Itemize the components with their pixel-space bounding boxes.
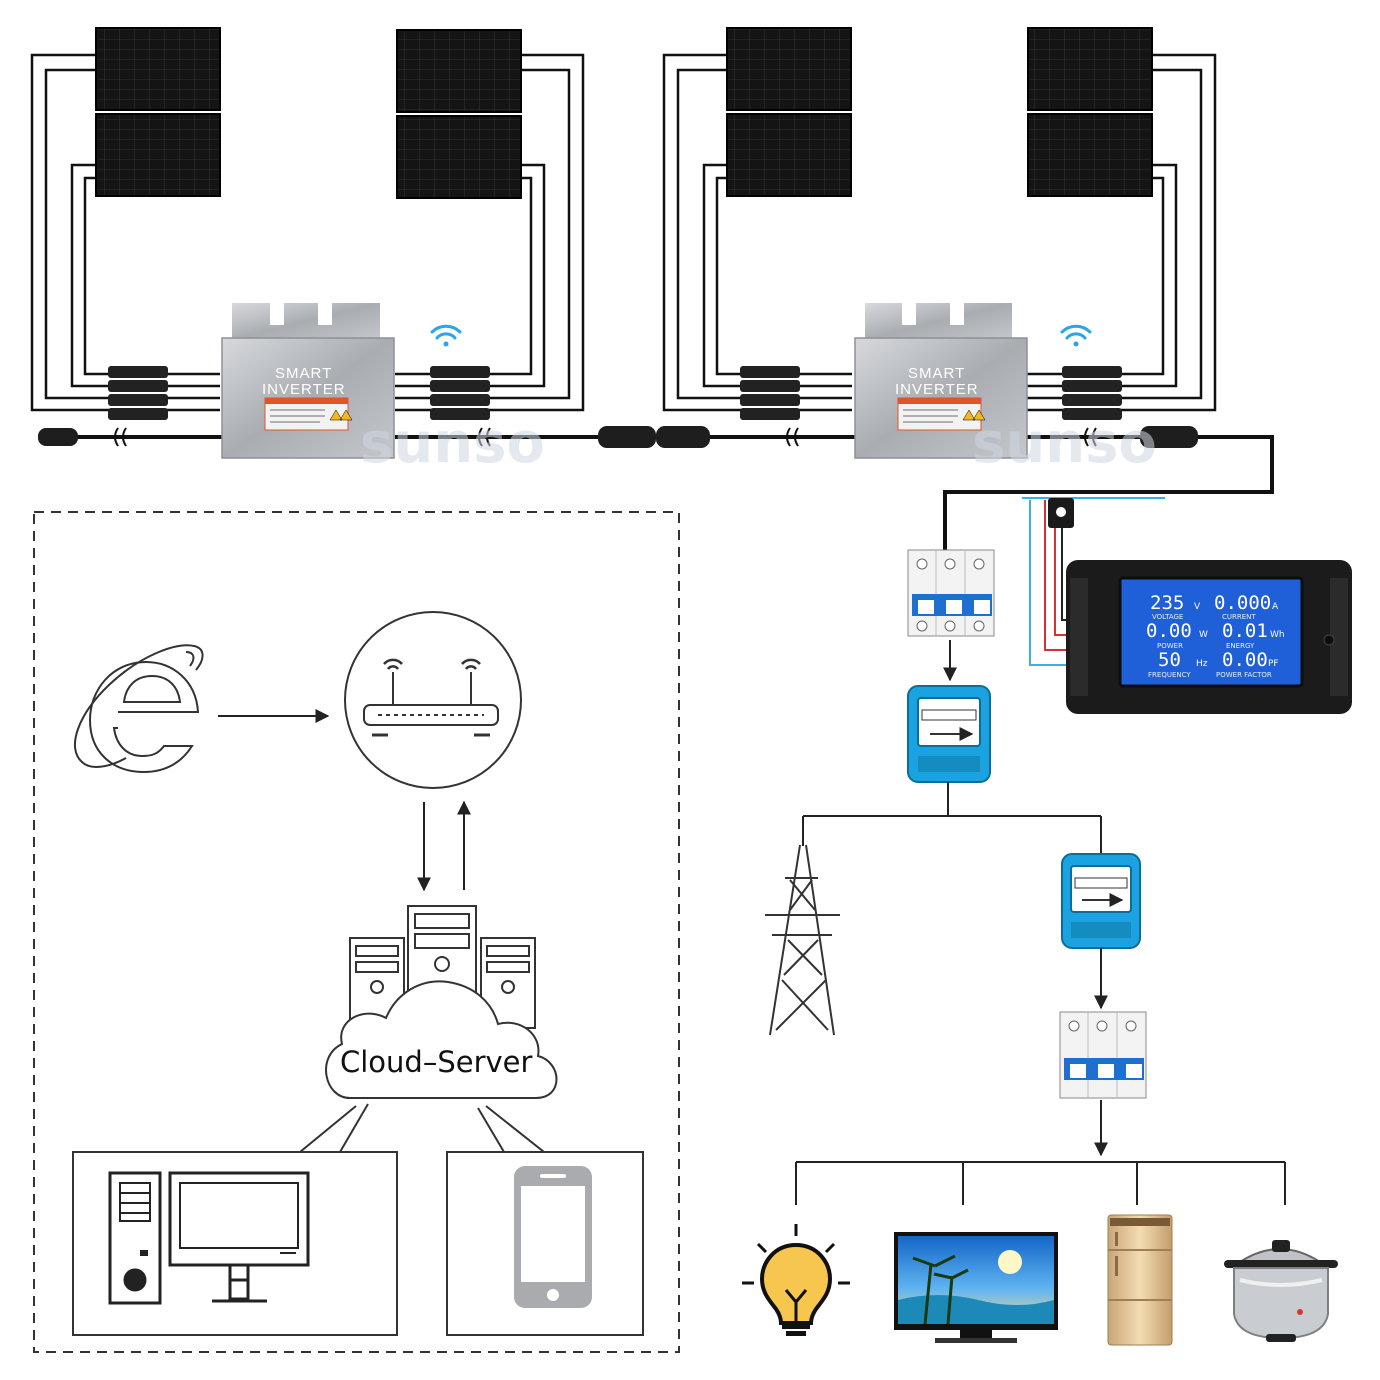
transmission-tower-icon — [765, 844, 840, 1036]
smartphone-icon — [514, 1166, 592, 1308]
solar-panel-icon — [396, 29, 522, 199]
inverter-label-line2: INVERTER — [262, 381, 346, 398]
frequency-label: FREQUENCY — [1148, 671, 1191, 679]
solar-panel-icon — [95, 27, 221, 197]
mc4-connectors — [108, 366, 1122, 420]
solar-panel-icon — [1027, 27, 1153, 197]
inverter-label-line2: INVERTER — [895, 381, 979, 398]
energy-unit: Wh — [1270, 630, 1285, 640]
smart-inverter-icon: SMART INVERTER — [854, 303, 1028, 459]
current-value: 0.000 — [1214, 592, 1271, 614]
energy-meter-icon — [907, 685, 991, 783]
internet-explorer-icon — [73, 644, 204, 774]
current-unit: A — [1272, 602, 1279, 612]
smart-inverter-icon: SMART INVERTER — [221, 303, 395, 459]
desktop-computer-icon — [108, 1171, 310, 1305]
pf-value: 0.00 — [1222, 649, 1268, 671]
solar-panel-icon — [726, 27, 852, 197]
power-unit: W — [1199, 630, 1208, 640]
frequency-unit: Hz — [1196, 659, 1208, 669]
load-distribution-lines — [795, 1161, 1286, 1205]
power-label: POWER — [1157, 642, 1183, 650]
energy-value: 0.01 — [1222, 620, 1268, 642]
refrigerator-icon — [1107, 1214, 1173, 1346]
wifi-icon — [430, 324, 462, 347]
cloud-server-label: Cloud–Server — [340, 1045, 533, 1079]
distribution-lines — [802, 782, 1102, 854]
voltage-value: 235 — [1150, 592, 1184, 614]
callout-lines — [297, 1103, 547, 1153]
power-monitor-icon: 235 V VOLTAGE 0.000 A CURRENT 0.00 W POW… — [1066, 560, 1352, 714]
desktop-panel — [72, 1151, 398, 1336]
inverter-label-line1: SMART — [908, 365, 965, 382]
inverter-label-line1: SMART — [275, 365, 332, 382]
router-icon — [344, 611, 522, 789]
voltage-label: VOLTAGE — [1152, 613, 1183, 621]
rice-cooker-icon — [1224, 1240, 1338, 1342]
pf-unit: PF — [1268, 659, 1279, 669]
cable-break-marks — [114, 427, 1097, 447]
ct-clamp-icon — [1048, 498, 1074, 528]
light-bulb-icon — [742, 1224, 850, 1336]
cloud-icon: Cloud–Server — [325, 980, 558, 1099]
ac-connectors — [38, 426, 1198, 448]
breaker-icon — [907, 549, 995, 637]
watermark-text: sunso — [360, 411, 545, 476]
energy-meter-icon — [1061, 853, 1141, 949]
wifi-icon — [1060, 324, 1092, 347]
energy-label: ENERGY — [1226, 642, 1255, 650]
breaker-icon — [1059, 1011, 1147, 1099]
power-value: 0.00 — [1146, 620, 1192, 642]
monitoring-frame — [33, 511, 680, 1353]
frequency-value: 50 — [1158, 649, 1181, 671]
current-label: CURRENT — [1222, 613, 1256, 621]
television-icon — [894, 1232, 1058, 1343]
pf-label: POWER FACTOR — [1216, 671, 1272, 679]
watermark-text: sunso — [972, 411, 1157, 476]
voltage-unit: V — [1194, 602, 1201, 612]
